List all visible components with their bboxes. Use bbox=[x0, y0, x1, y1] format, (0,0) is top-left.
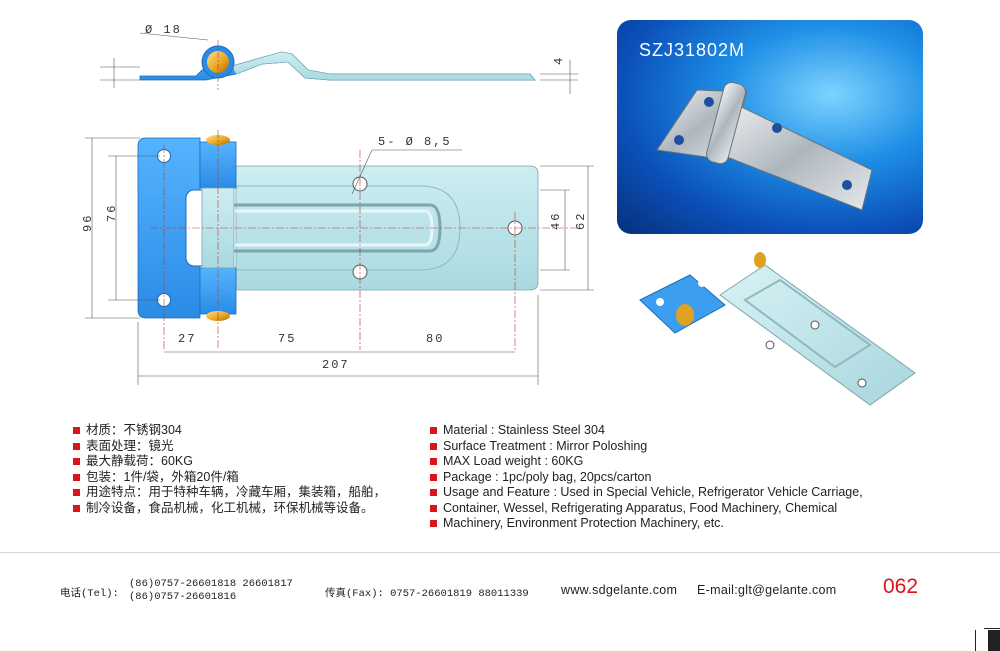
pin-diameter-label: Ø 18 bbox=[145, 23, 182, 37]
crop-mark bbox=[975, 630, 976, 651]
thickness-label: 4 bbox=[552, 56, 566, 65]
spec-en-usage-cont2: Machinery, Environment Protection Machin… bbox=[430, 516, 910, 532]
specs-english: Material : Stainless Steel 304 Surface T… bbox=[430, 423, 910, 532]
hinge-3d-render bbox=[639, 252, 916, 406]
spec-cn-usage-cont: 制冷设备，食品机械，化工机械，环保机械等设备。 bbox=[73, 501, 413, 517]
crop-mark bbox=[988, 630, 1000, 651]
dim-96: 96 bbox=[81, 214, 95, 232]
spec-en-usage: Usage and Feature : Used in Special Vehi… bbox=[430, 485, 910, 501]
dim-80: 80 bbox=[426, 332, 444, 346]
spec-cn-usage: 用途特点：用于特种车辆，冷藏车厢，集装箱，船舶， bbox=[73, 485, 413, 501]
tel-line-1: (86)0757-26601818 26601817 bbox=[129, 578, 293, 590]
page-number: 062 bbox=[883, 575, 919, 598]
dim-75: 75 bbox=[278, 332, 296, 346]
plan-view: 5- Ø 8,5 96 76 46 62 27 75 80 207 bbox=[81, 130, 594, 385]
footer-divider bbox=[0, 552, 1000, 553]
tel-label: 电话(Tel): bbox=[60, 588, 119, 600]
tel-line-2: (86)0757-26601816 bbox=[129, 591, 237, 603]
crop-mark bbox=[984, 628, 1000, 629]
spec-cn-surface: 表面处理：镜光 bbox=[73, 439, 413, 455]
spec-cn-load: 最大静载荷：60KG bbox=[73, 454, 413, 470]
spec-en-surface: Surface Treatment : Mirror Poloshing bbox=[430, 439, 910, 455]
spec-en-material: Material : Stainless Steel 304 bbox=[430, 423, 910, 439]
dim-207: 207 bbox=[322, 358, 350, 372]
spec-cn-package: 包装：1件/袋，外箱20件/箱 bbox=[73, 470, 413, 486]
specs-chinese: 材质：不锈钢304 表面处理：镜光 最大静载荷：60KG 包装：1件/袋，外箱2… bbox=[73, 423, 413, 516]
website-link[interactable]: www.sdgelante.com bbox=[561, 583, 678, 597]
dim-46: 46 bbox=[549, 212, 563, 230]
side-view: Ø 18 4 bbox=[100, 23, 578, 94]
spec-en-usage-cont1: Container, Wessel, Refrigerating Apparat… bbox=[430, 501, 910, 517]
model-number: SZJ31802M bbox=[639, 40, 746, 60]
product-photo: SZJ31802M bbox=[617, 20, 923, 234]
hinge-photo-image bbox=[656, 81, 873, 211]
email-link[interactable]: E-mail:glt@gelante.com bbox=[697, 583, 837, 597]
technical-drawing: Ø 18 4 5- Ø bbox=[81, 23, 594, 385]
fax: 传真(Fax): 0757-26601819 88011339 bbox=[325, 588, 529, 600]
dim-76: 76 bbox=[105, 204, 119, 222]
spec-en-package: Package : 1pc/poly bag, 20pcs/carton bbox=[430, 470, 910, 486]
dim-27: 27 bbox=[178, 332, 196, 346]
holes-label: 5- Ø 8,5 bbox=[378, 135, 452, 149]
spec-cn-material: 材质：不锈钢304 bbox=[73, 423, 413, 439]
dim-62: 62 bbox=[574, 212, 588, 230]
spec-en-load: MAX Load weight : 60KG bbox=[430, 454, 910, 470]
